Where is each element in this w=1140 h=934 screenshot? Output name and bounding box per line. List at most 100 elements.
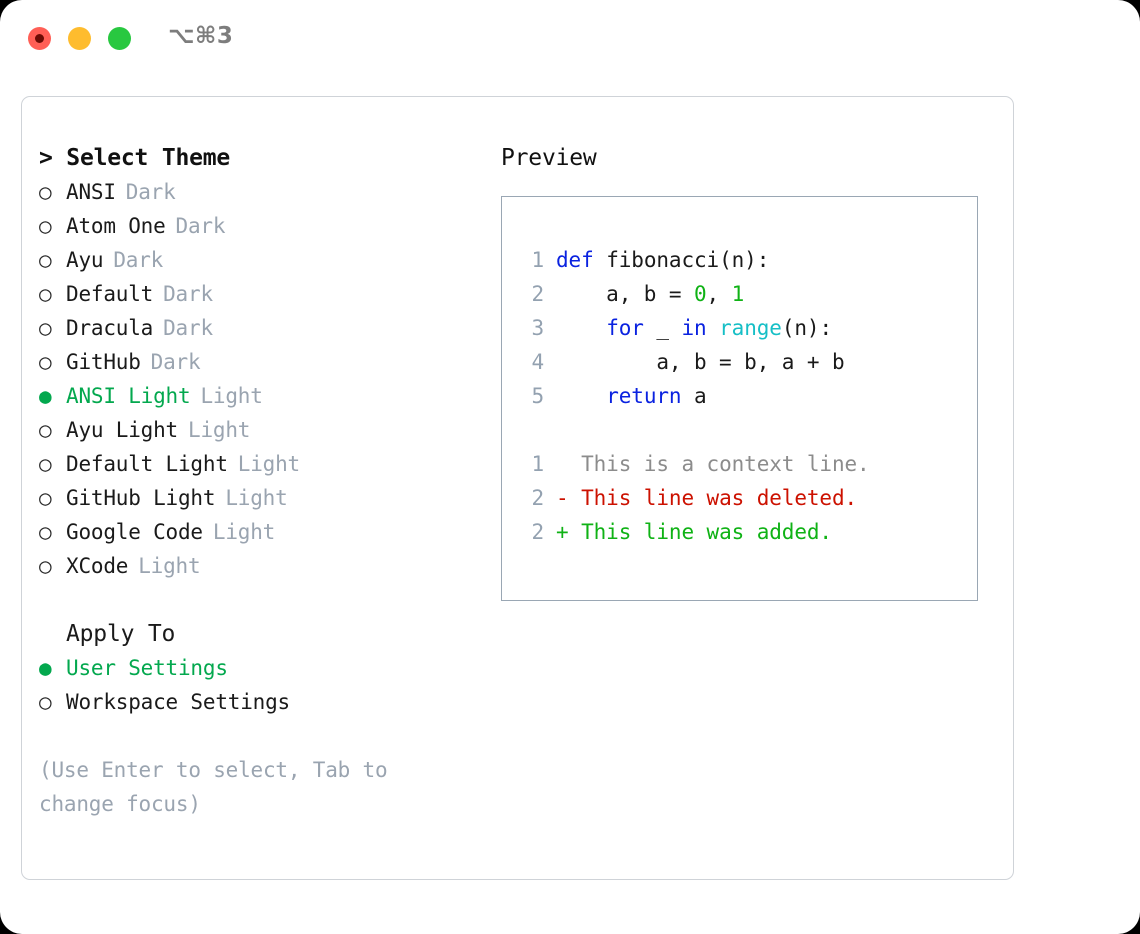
theme-option-default-light[interactable]: ○ Default Light Light bbox=[39, 447, 499, 481]
code-line: 5 return a bbox=[514, 379, 969, 413]
code-token-pln: a, b = bbox=[556, 282, 694, 306]
theme-option-github-light[interactable]: ○ GitHub Light Light bbox=[39, 481, 499, 515]
radio-unselected-icon: ○ bbox=[39, 180, 52, 204]
code-token-kw: for bbox=[606, 316, 657, 340]
code-line-content: a, b = 0, 1 bbox=[556, 277, 744, 311]
apply-to-option-user-settings[interactable]: ● User Settings bbox=[39, 651, 499, 685]
theme-option-label: Atom One bbox=[66, 214, 166, 238]
theme-option-variant: Light bbox=[225, 486, 288, 510]
apply-to-option-label: User Settings bbox=[66, 656, 228, 680]
code-token-kw: def bbox=[556, 248, 607, 272]
diff-line-add: 2 + This line was added. bbox=[514, 515, 969, 549]
close-button[interactable] bbox=[28, 27, 51, 50]
radio-selected-icon: ● bbox=[39, 656, 52, 680]
code-line-number: 3 bbox=[531, 316, 544, 340]
code-token-pln: , bbox=[706, 282, 732, 306]
code-token-kw: in bbox=[681, 316, 720, 340]
radio-selected-icon: ● bbox=[39, 384, 52, 408]
code-line-number: 5 bbox=[531, 384, 544, 408]
theme-option-label: ANSI Light bbox=[66, 384, 191, 408]
code-line: 3 for _ in range(n): bbox=[514, 311, 969, 345]
diff-line-del: 2- This line was deleted. bbox=[514, 481, 969, 515]
apply-to-heading: Apply To bbox=[66, 621, 176, 647]
diff-line-number: 1 bbox=[531, 452, 544, 476]
diff-line-number: 2 bbox=[531, 486, 544, 510]
diff-line-number: 2 bbox=[531, 520, 544, 544]
apply-to-option-workspace-settings[interactable]: ○Workspace Settings bbox=[39, 685, 499, 719]
theme-option-label: Google Code bbox=[66, 520, 203, 544]
theme-option-label: Default Light bbox=[66, 452, 228, 476]
code-diff-gap bbox=[514, 413, 969, 447]
theme-option-label: GitHub Light bbox=[66, 486, 216, 510]
code-line: 2 a, b = 0, 1 bbox=[514, 277, 969, 311]
radio-unselected-icon: ○ bbox=[39, 486, 52, 510]
theme-option-github[interactable]: ○ GitHub Dark bbox=[39, 345, 499, 379]
theme-option-label: GitHub bbox=[66, 350, 141, 374]
keyboard-hint: (Use Enter to select, Tab to change focu… bbox=[39, 758, 388, 816]
radio-unselected-icon: ○ bbox=[39, 214, 52, 238]
theme-option-variant: Dark bbox=[175, 214, 226, 238]
diff-block: 1 This is a context line. 2- This line wa… bbox=[514, 447, 969, 549]
theme-option-ansi[interactable]: ○ ANSI Dark bbox=[39, 175, 499, 209]
diff-text: This line was added. bbox=[581, 520, 832, 544]
radio-unselected-icon: ○ bbox=[39, 418, 52, 442]
code-line-number: 1 bbox=[531, 248, 544, 272]
diff-text: This is a context line. bbox=[581, 452, 870, 476]
theme-option-google-code[interactable]: ○ Google Code Light bbox=[39, 515, 499, 549]
code-token-fn: range bbox=[719, 316, 782, 340]
theme-option-ansi-light[interactable]: ● ANSI Light Light bbox=[39, 379, 499, 413]
theme-option-variant: Light bbox=[138, 554, 201, 578]
theme-option-variant: Light bbox=[237, 452, 300, 476]
code-line-content: for _ in range(n): bbox=[556, 311, 832, 345]
theme-option-label: Dracula bbox=[66, 316, 154, 340]
theme-option-variant: Dark bbox=[125, 180, 176, 204]
code-line-content: a, b = b, a + b bbox=[556, 345, 845, 379]
radio-unselected-icon: ○ bbox=[39, 554, 52, 578]
code-token-pln: a, b = b, a + b bbox=[556, 350, 845, 374]
code-token-pln: a bbox=[694, 384, 707, 408]
window-title: ⌥⌘3 bbox=[168, 23, 234, 49]
code-token-pln bbox=[556, 316, 606, 340]
theme-option-variant: Dark bbox=[163, 316, 213, 340]
diff-marker bbox=[556, 447, 581, 481]
theme-option-label: XCode bbox=[66, 554, 129, 578]
theme-option-label: ANSI bbox=[66, 180, 116, 204]
code-token-pln: _ bbox=[656, 316, 682, 340]
radio-unselected-icon: ○ bbox=[39, 282, 52, 306]
code-line: 4 a, b = b, a + b bbox=[514, 345, 969, 379]
minimize-button[interactable] bbox=[68, 27, 91, 50]
diff-marker: + bbox=[556, 520, 582, 544]
code-token-num: 1 bbox=[731, 282, 745, 306]
theme-option-xcode[interactable]: ○ XCode Light bbox=[39, 549, 499, 583]
maximize-button[interactable] bbox=[108, 27, 131, 50]
theme-option-variant: Dark bbox=[150, 350, 201, 374]
radio-unselected-icon: ○ bbox=[39, 452, 52, 476]
code-token-pln bbox=[556, 384, 606, 408]
select-theme-heading: > Select Theme bbox=[39, 145, 231, 171]
theme-option-variant: Light bbox=[212, 520, 276, 544]
radio-unselected-icon: ○ bbox=[39, 520, 52, 544]
code-line-content: return a bbox=[556, 379, 707, 413]
radio-unselected-icon: ○ bbox=[39, 350, 52, 374]
code-line-number: 2 bbox=[531, 282, 544, 306]
code-token-pln: (n): bbox=[781, 316, 833, 340]
title-bar: ⌥⌘3 bbox=[0, 0, 1140, 78]
apply-to-option-list: ● User Settings ○Workspace Settings bbox=[39, 651, 499, 719]
theme-option-label: Ayu bbox=[66, 248, 104, 272]
diff-marker: - bbox=[556, 486, 582, 510]
theme-option-variant: Dark bbox=[113, 248, 164, 272]
theme-option-variant: Light bbox=[200, 384, 263, 408]
theme-option-atom-one[interactable]: ○ Atom One Dark bbox=[39, 209, 499, 243]
